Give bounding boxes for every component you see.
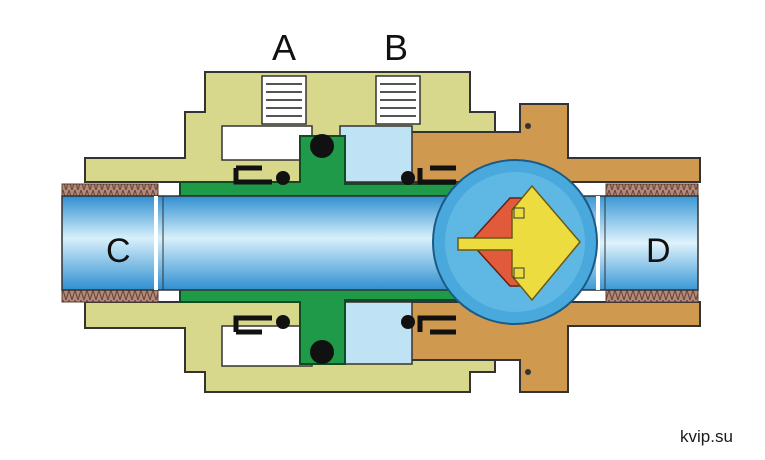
seal-ring <box>401 315 415 329</box>
screw-dot <box>525 369 531 375</box>
thread-d-bottom <box>605 289 699 303</box>
port-b-thread <box>375 75 421 125</box>
chamber-b-bottom <box>339 301 413 365</box>
seal-ring <box>276 315 290 329</box>
seal-ring <box>276 171 290 185</box>
label-end-c: C <box>106 232 131 270</box>
lip-seals <box>233 165 456 335</box>
chamber-b-top <box>339 125 413 183</box>
flap-pin <box>513 207 525 219</box>
o-ring-bottom <box>310 340 334 364</box>
port-a-thread <box>261 75 307 125</box>
thread-c-bottom <box>61 289 159 303</box>
union-nut-bottom <box>399 301 701 393</box>
label-port-a: A <box>272 27 296 68</box>
label-end-d: D <box>646 232 671 270</box>
flap-pin <box>513 267 525 279</box>
upper-cavity <box>221 125 313 161</box>
pipe-bore-c <box>61 195 483 291</box>
screw-dot <box>525 123 531 129</box>
thread-d-top <box>605 183 699 197</box>
seal-ring <box>401 171 415 185</box>
o-ring-top <box>310 134 334 158</box>
watermark: kvip.su <box>680 427 733 446</box>
thread-c-top <box>61 183 159 197</box>
label-port-b: B <box>384 27 408 68</box>
yellow-flap <box>457 184 581 302</box>
